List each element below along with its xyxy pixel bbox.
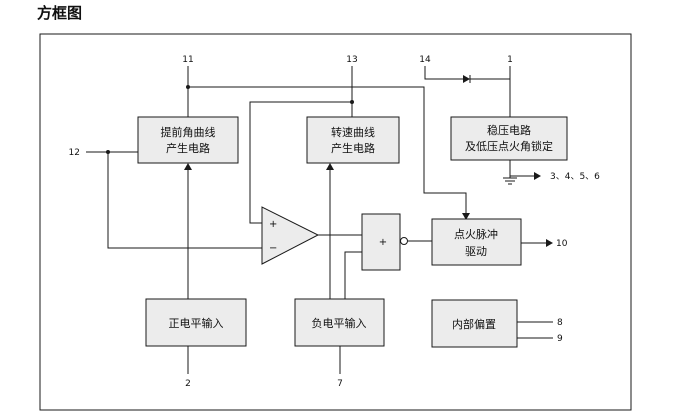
arrow-to-advance xyxy=(184,163,192,170)
speed-curve-line1: 转速曲线 xyxy=(331,125,375,139)
gate-inverter-bubble xyxy=(400,237,408,245)
pin-3456-label: 3、4、5、6 xyxy=(550,172,600,182)
pin-2-label: 2 xyxy=(185,379,191,389)
wire-pin14 xyxy=(424,66,510,80)
gate-plus: + xyxy=(379,237,387,248)
block-ignition-driver xyxy=(431,218,522,266)
pin-10-label: 10 xyxy=(556,239,568,249)
arrow-to-speed xyxy=(326,163,334,170)
internal-bias-label: 内部偏置 xyxy=(452,317,496,331)
arrow-to-10 xyxy=(546,239,553,247)
advance-curve-line1: 提前角曲线 xyxy=(161,125,216,139)
diode-icon xyxy=(463,75,470,83)
block-advance-curve xyxy=(137,116,239,164)
pin-14-label: 14 xyxy=(419,55,431,65)
wire-neg-to-gate xyxy=(344,251,362,299)
pos-level-input-label: 正电平输入 xyxy=(169,316,224,330)
advance-curve-line2: 产生电路 xyxy=(166,141,210,155)
arrow-to-3456 xyxy=(534,172,541,180)
wire-12-to-comp-minus xyxy=(107,152,262,249)
comparator-plus: + xyxy=(269,219,277,230)
block-internal-bias xyxy=(431,299,518,348)
block-pos-level-input xyxy=(145,298,247,347)
page-title: 方框图 xyxy=(37,4,83,22)
speed-curve-line2: 产生电路 xyxy=(331,141,375,155)
block-speed-curve xyxy=(306,116,400,164)
junction-11 xyxy=(186,85,190,89)
pin-8-label: 8 xyxy=(557,318,563,328)
regulator-line1: 稳压电路 xyxy=(487,123,531,137)
neg-level-input-label: 负电平输入 xyxy=(312,316,367,330)
block-neg-level-input xyxy=(294,298,385,347)
pin-9-label: 9 xyxy=(557,334,563,344)
block-regulator xyxy=(450,116,568,161)
pin-12-label: 12 xyxy=(69,148,80,158)
comparator-triangle xyxy=(261,206,320,265)
regulator-line2: 及低压点火角锁定 xyxy=(465,139,553,153)
wire-bus-11-to-driver xyxy=(188,86,467,219)
pin-7-label: 7 xyxy=(337,379,343,389)
pin-13-label: 13 xyxy=(346,55,357,65)
driver-line1: 点火脉冲 xyxy=(454,227,498,241)
wire-13-to-comp-plus xyxy=(249,101,352,224)
pin-1-label: 1 xyxy=(507,55,513,65)
block-gate xyxy=(361,213,401,271)
comparator-minus: − xyxy=(269,243,277,254)
driver-line2: 驱动 xyxy=(465,245,487,258)
pin-11-label: 11 xyxy=(182,55,193,65)
arrow-to-driver xyxy=(462,213,470,220)
diagram-frame xyxy=(39,33,632,411)
